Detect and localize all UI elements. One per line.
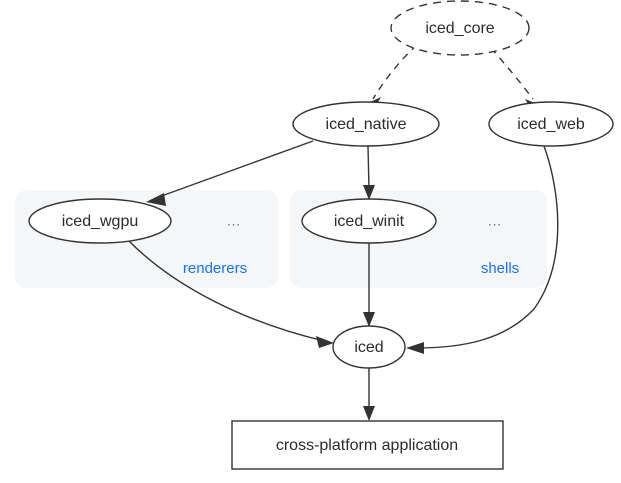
node-iced-native-shape[interactable]: [292, 101, 440, 147]
node-iced-web-shape[interactable]: [488, 101, 614, 147]
cluster-renderers-ellipsis: ...: [227, 213, 241, 228]
edge-iced-native-to-iced-wgpu-arrow: [146, 193, 166, 206]
node-iced-label: iced: [354, 339, 383, 356]
edge-iced-to-app: [363, 368, 375, 421]
node-iced-winit-shape[interactable]: [301, 198, 437, 244]
edge-iced-native-to-iced-winit-arrow: [363, 185, 375, 200]
edge-iced-native-to-iced-wgpu-path: [155, 140, 314, 199]
node-iced-core-label: iced_core: [425, 20, 494, 37]
node-iced[interactable]: iced: [332, 325, 406, 369]
edge-iced-web-to-iced-arrow: [406, 342, 424, 354]
node-iced-shape[interactable]: [332, 325, 406, 369]
edge-iced-web-to-iced-path: [415, 145, 559, 349]
node-iced-core-shape[interactable]: [390, 0, 530, 56]
node-iced-winit-label: iced_winit: [334, 213, 405, 230]
edge-iced-native-to-iced-winit: [363, 145, 375, 200]
node-cross-platform-application-label: cross-platform application: [276, 437, 458, 454]
edge-iced-native-to-iced-wgpu: [146, 140, 314, 206]
node-iced-web-label: iced_web: [517, 116, 585, 133]
node-layer: iced_core iced_native iced_web iced_wgpu…: [28, 0, 614, 470]
node-cross-platform-application[interactable]: cross-platform application: [231, 420, 504, 470]
cluster-renderers-label: renderers: [183, 260, 247, 277]
node-iced-wgpu-shape[interactable]: [28, 198, 172, 244]
edge-iced-to-app-arrow: [363, 406, 375, 421]
cluster-shells-label: shells: [481, 260, 519, 277]
edge-iced-wgpu-to-iced: [127, 239, 334, 348]
node-iced-web[interactable]: iced_web: [488, 101, 614, 147]
edge-iced-core-to-iced-native-path: [372, 44, 418, 100]
node-iced-native[interactable]: iced_native: [292, 101, 440, 147]
edge-iced-wgpu-to-iced-path: [127, 239, 325, 342]
edge-iced-wgpu-to-iced-arrow: [316, 336, 334, 348]
node-iced-core[interactable]: iced_core: [390, 0, 530, 56]
edge-iced-core-to-iced-web-path: [490, 47, 534, 100]
edge-iced-web-to-iced: [406, 145, 559, 354]
node-iced-wgpu[interactable]: iced_wgpu: [28, 198, 172, 244]
node-iced-wgpu-label: iced_wgpu: [62, 213, 139, 230]
edge-iced-core-to-iced-native: [366, 44, 418, 109]
node-cross-platform-application-shape[interactable]: [231, 420, 504, 470]
edge-iced-winit-to-iced: [363, 243, 375, 327]
node-iced-winit[interactable]: iced_winit: [301, 198, 437, 244]
edge-iced-native-to-iced-winit-path: [367, 145, 370, 191]
node-iced-native-label: iced_native: [326, 116, 407, 133]
edge-iced-winit-to-iced-arrow: [363, 312, 375, 327]
cluster-shells-ellipsis: ...: [488, 213, 502, 228]
